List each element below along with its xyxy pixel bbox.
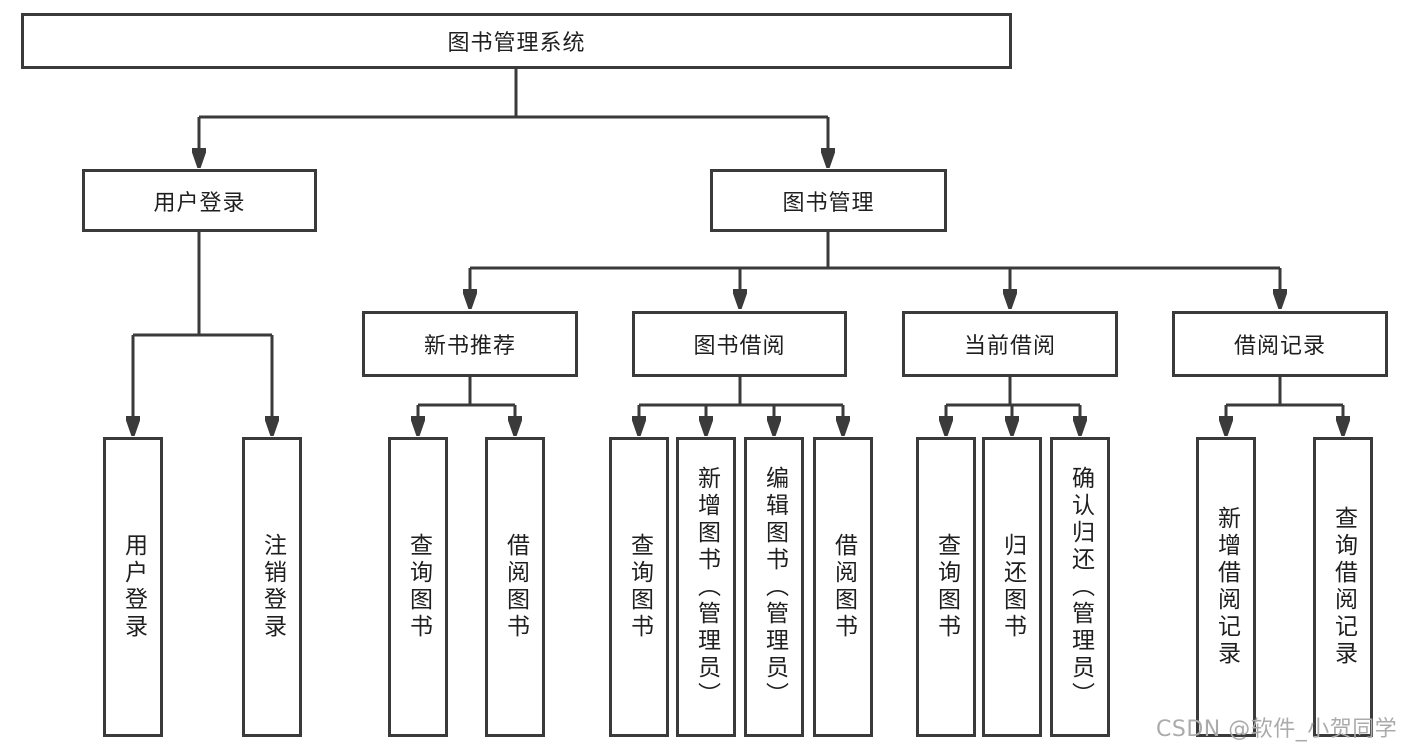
- node-borrowing-records: 借阅记录: [1172, 311, 1388, 377]
- leaf-borrow-books-borrowing: 借阅图书: [813, 437, 873, 737]
- leaf-query-books-recommend: 查询图书: [388, 437, 448, 737]
- connector-book-borrowing-children: [639, 377, 843, 433]
- leaf-query-books-borrowing: 查询图书: [609, 437, 669, 737]
- node-library-system: 图书管理系统: [21, 13, 1012, 69]
- leaf-borrow-books-recommend: 借阅图书: [485, 437, 545, 737]
- connector-root-to-branches: [199, 69, 828, 165]
- connector-user-login-children: [133, 232, 272, 433]
- connector-book-management-children: [470, 232, 1280, 306]
- connector-current-borrowing-children: [946, 377, 1080, 433]
- leaf-add-borrow-record: 新增借阅记录: [1196, 437, 1256, 737]
- node-current-borrowing: 当前借阅: [902, 311, 1118, 377]
- node-new-book-recommendation: 新书推荐: [362, 311, 578, 377]
- leaf-confirm-return-admin: 确认归还（管理员）: [1050, 437, 1110, 737]
- leaf-return-books: 归还图书: [982, 437, 1042, 737]
- node-user-login: 用户登录: [82, 169, 317, 232]
- leaf-add-books-admin: 新增图书（管理员）: [676, 437, 736, 737]
- connector-new-book-recommendation-children: [418, 377, 515, 433]
- leaf-query-borrow-record: 查询借阅记录: [1313, 437, 1373, 737]
- leaf-edit-books-admin: 编辑图书（管理员）: [744, 437, 804, 737]
- csdn-watermark: CSDN @软件_小贺同学: [1156, 717, 1398, 742]
- node-book-borrowing: 图书借阅: [632, 311, 847, 377]
- connector-borrowing-records-children: [1226, 377, 1343, 433]
- leaf-query-books-current: 查询图书: [916, 437, 976, 737]
- node-book-management: 图书管理: [710, 169, 947, 232]
- leaf-user-login: 用户登录: [103, 437, 163, 737]
- leaf-logout: 注销登录: [242, 437, 302, 737]
